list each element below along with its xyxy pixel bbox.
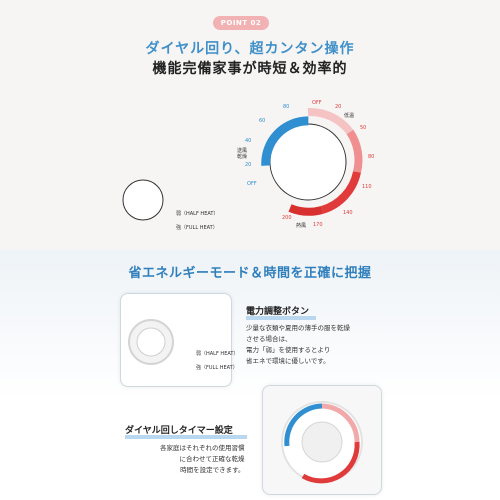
dial-label-low: 低温 [344, 113, 355, 119]
dial-right-group-label: 熱風 [296, 223, 307, 229]
power-button-card: 弱（HALF HEAT） 強（FULL HEAT） [120, 293, 238, 387]
dial-label-off-right: OFF [312, 100, 322, 106]
dial-label-110: 110 [362, 184, 372, 190]
timer-title: ダイヤル回しタイマー設定 [125, 426, 233, 436]
title-highlight [246, 316, 316, 320]
section-title: 省エネルギーモード＆時間を正確に把握 [128, 266, 372, 281]
dial-label-off-left: OFF [247, 181, 257, 187]
section-background [0, 250, 500, 500]
dial-left-group-label: 送風 乾燥 [237, 148, 248, 160]
card-label-full: 強（FULL HEAT） [196, 365, 238, 371]
dial-label-60: 60 [259, 118, 266, 124]
dial-label-80: 80 [283, 104, 290, 110]
switch-legend-half: 弱（HALF HEAT） [176, 211, 219, 217]
timer-description: 各家庭はそれぞれの使用習慣 に合わせて正確な乾燥 時間を設定できます。 [160, 444, 245, 474]
dial-label-50: 50 [360, 125, 367, 131]
power-description: 少量な衣類や夏用の薄手の服を乾燥 させる場合は、 電力「弱」を使用するとより 省… [246, 324, 350, 365]
dial-label-40: 40 [245, 138, 252, 144]
headline-blue: ダイヤル回り、超カンタン操作 [145, 41, 355, 57]
timer-title-highlight [125, 435, 247, 439]
feature-section-top [0, 0, 500, 250]
dial-label-170: 170 [313, 222, 323, 228]
dial-label-200: 200 [282, 215, 292, 221]
dial-photo-card [262, 385, 382, 495]
card-label-half: 弱（HALF HEAT） [196, 351, 239, 357]
headline-black: 機能完備家事が時短＆効率的 [152, 61, 348, 77]
dial-label-80r: 80 [368, 154, 375, 160]
power-title: 電力調整ボタン [246, 307, 310, 317]
switch-legend-full: 強（FULL HEAT） [176, 225, 218, 231]
dial-label-20: 20 [245, 162, 252, 168]
dial-label-20r: 20 [335, 104, 342, 110]
power-switch-icon [122, 179, 164, 221]
point-badge: POINT 02 [213, 16, 269, 30]
dial-label-140: 140 [343, 210, 353, 216]
timer-dial-diagram [261, 107, 363, 216]
